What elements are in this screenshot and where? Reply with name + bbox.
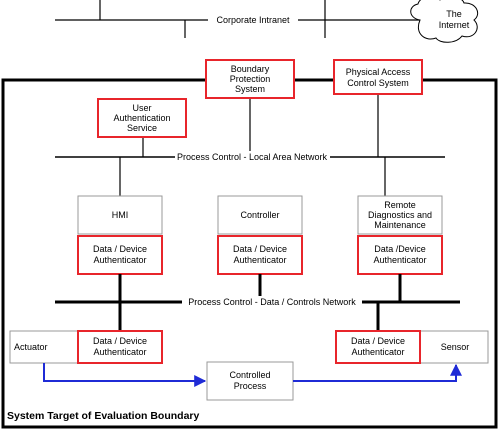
actuator-authenticator-label-2: Authenticator xyxy=(93,347,146,357)
corporate-intranet-bus: Corporate Intranet xyxy=(55,0,420,38)
user-auth-label-2: Authentication xyxy=(113,113,170,123)
toe-boundary-label: System Target of Evaluation Boundary xyxy=(7,410,200,422)
remote-diagnostics-label-2: Diagnostics and xyxy=(368,210,432,220)
hmi-box[interactable] xyxy=(77,195,163,235)
controlled-process-box[interactable] xyxy=(206,361,294,401)
actuator-authenticator-label-1: Data / Device xyxy=(93,336,147,346)
hmi-label: HMI xyxy=(112,210,129,220)
user-auth-label-1: User xyxy=(132,103,151,113)
hmi-authenticator-label-2: Authenticator xyxy=(93,255,146,265)
lan-label: Process Control - Local Area Network xyxy=(177,152,328,162)
controlled-process-label-1: Controlled xyxy=(229,370,270,380)
sensor-authenticator-label-2: Authenticator xyxy=(351,347,404,357)
sensor-authenticator-box[interactable] xyxy=(335,330,421,364)
corporate-intranet-label: Corporate Intranet xyxy=(216,15,290,25)
hmi-authenticator-box[interactable] xyxy=(77,235,163,275)
remote-authenticator-label-1: Data /Device xyxy=(374,244,426,254)
data-network-label: Process Control - Data / Controls Networ… xyxy=(188,297,356,307)
user-auth-label-3: Service xyxy=(127,123,157,133)
user-auth-box[interactable] xyxy=(97,98,187,138)
controller-authenticator-label-2: Authenticator xyxy=(233,255,286,265)
lan-bus: Process Control - Local Area Network xyxy=(55,151,445,163)
physical-access-label-2: Control System xyxy=(347,78,409,88)
physical-access-label-1: Physical Access xyxy=(346,67,411,77)
boundary-protection-box[interactable] xyxy=(205,59,295,99)
controller-authenticator-box[interactable] xyxy=(217,235,303,275)
actuator-label: Actuator xyxy=(14,342,48,352)
actuator-to-process-arrow xyxy=(43,363,207,387)
sensor-authenticator-label-1: Data / Device xyxy=(351,336,405,346)
boundary-protection-label-3: System xyxy=(235,84,265,94)
actuator-authenticator-box[interactable] xyxy=(77,330,163,364)
sensor-label: Sensor xyxy=(441,342,470,352)
controller-label: Controller xyxy=(240,210,279,220)
controller-authenticator-label-1: Data / Device xyxy=(233,244,287,254)
controlled-process-label-2: Process xyxy=(234,381,267,391)
controller-box[interactable] xyxy=(217,195,303,235)
data-network-bus: Process Control - Data / Controls Networ… xyxy=(55,296,460,308)
remote-authenticator-box[interactable] xyxy=(357,235,443,275)
internet-label-2: Internet xyxy=(439,20,470,30)
boundary-protection-label-2: Protection xyxy=(230,74,271,84)
internet-cloud: The Internet xyxy=(410,0,479,43)
remote-diagnostics-box[interactable] xyxy=(357,195,443,235)
hmi-authenticator-label-1: Data / Device xyxy=(93,244,147,254)
process-to-sensor-arrow xyxy=(293,363,462,382)
physical-access-box[interactable] xyxy=(333,59,423,95)
boundary-protection-label-1: Boundary xyxy=(231,64,270,74)
remote-diagnostics-label-1: Remote xyxy=(384,200,416,210)
internet-label-1: The xyxy=(446,9,462,19)
remote-diagnostics-label-3: Maintenance xyxy=(374,220,426,230)
remote-authenticator-label-2: Authenticator xyxy=(373,255,426,265)
